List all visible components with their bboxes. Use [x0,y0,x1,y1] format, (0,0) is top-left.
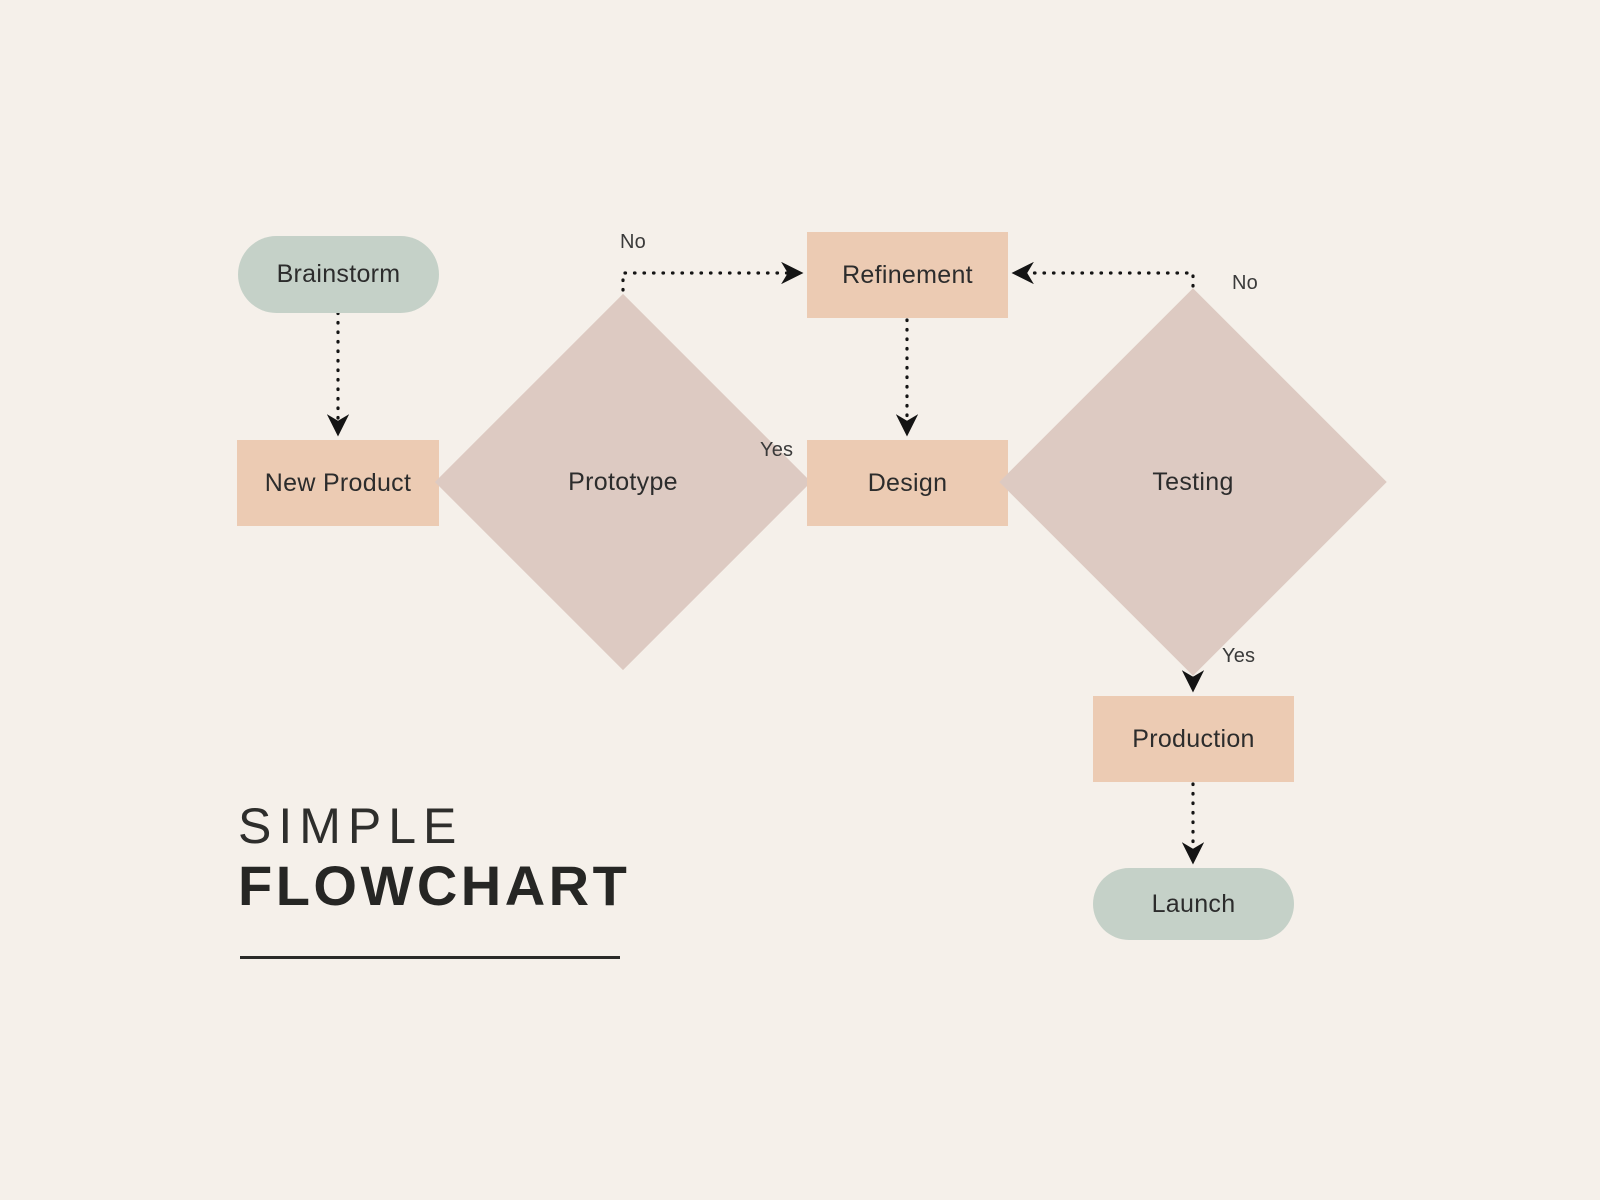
node-label-design: Design [867,468,948,497]
node-launch[interactable]: Launch [1093,868,1294,940]
edge-label-no-prototype: No [620,231,646,253]
node-design[interactable]: Design [807,440,1008,526]
edge-label-yes-production: Yes [1222,645,1256,667]
title-line-flowchart: FLOWCHART [238,853,631,917]
node-refinement[interactable]: Refinement [807,232,1008,318]
node-label-prototype: Prototype [568,467,678,496]
title-line-simple: SIMPLE [238,798,464,854]
node-label-new-product: New Product [264,468,412,497]
node-production[interactable]: Production [1093,696,1294,782]
node-brainstorm[interactable]: Brainstorm [238,236,439,313]
node-label-launch: Launch [1151,889,1236,918]
node-label-production: Production [1132,724,1255,753]
title-block: SIMPLE FLOWCHART [238,800,718,915]
edge-label-no-testing: No [1232,272,1258,294]
node-testing[interactable]: Testing [999,288,1387,676]
node-label-refinement: Refinement [842,260,973,289]
title-underline [240,956,620,959]
node-prototype[interactable]: Prototype [434,293,812,671]
node-new-product[interactable]: New Product [237,440,439,526]
node-label-brainstorm: Brainstorm [276,260,401,288]
edge-label-yes-design: Yes [760,439,794,461]
node-label-testing: Testing [1152,467,1234,496]
